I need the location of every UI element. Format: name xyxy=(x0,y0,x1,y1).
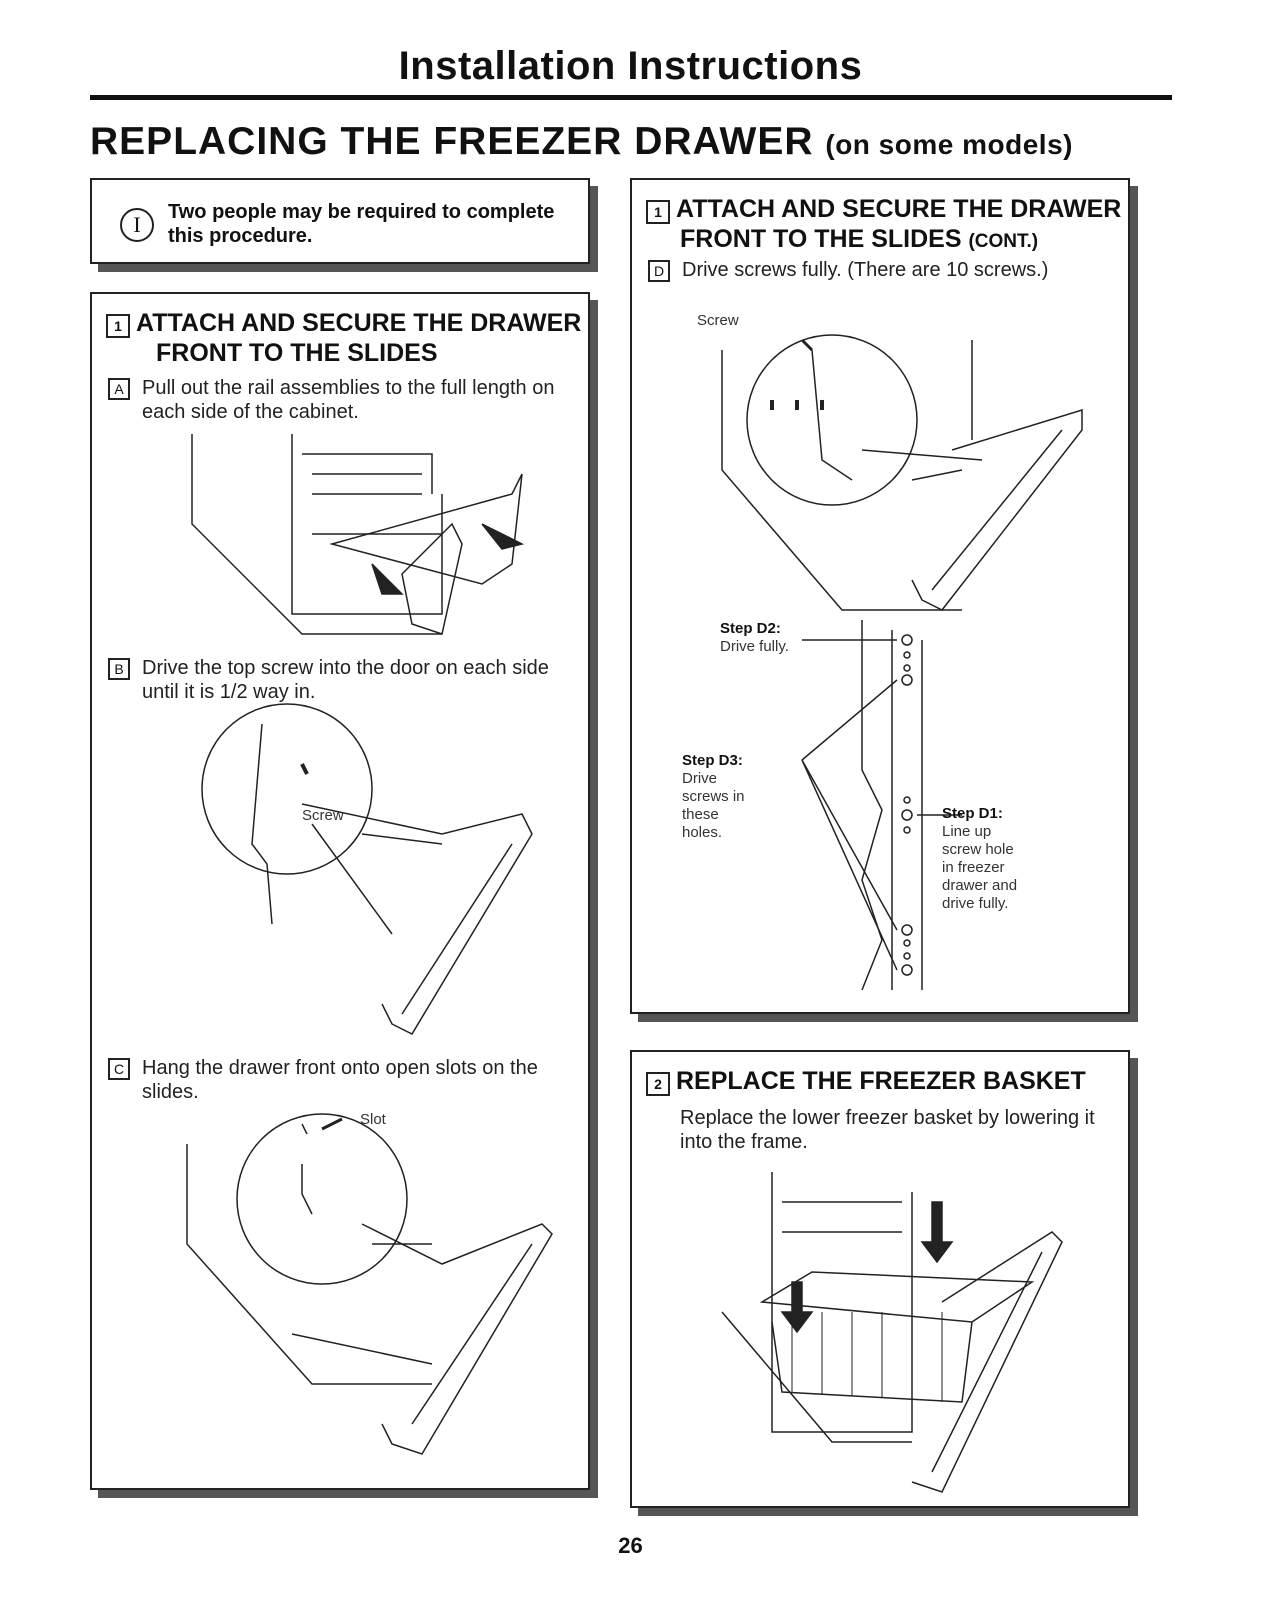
main-title-text: REPLACING THE FREEZER DRAWER xyxy=(90,120,814,163)
page-number: 26 xyxy=(618,1533,643,1558)
step-d2-text: Drive fully. xyxy=(720,638,789,655)
info-icon: I xyxy=(120,208,154,242)
section1-title-line1: ATTACH AND SECURE THE DRAWER xyxy=(136,309,582,337)
step-d3-line: these xyxy=(682,806,719,823)
step-d-letter: D xyxy=(648,260,670,282)
step-c-text: Hang the drawer front onto open slots on… xyxy=(142,1057,538,1103)
step-d1-line: in freezer xyxy=(942,859,1005,876)
step-c-letter: C xyxy=(108,1058,130,1080)
step-a-letter: A xyxy=(108,378,130,400)
section2-number: 2 xyxy=(646,1072,670,1096)
header-rule xyxy=(90,95,1172,100)
step-d1-line: drive fully. xyxy=(942,895,1009,912)
section2-title: REPLACE THE FREEZER BASKET xyxy=(676,1067,1086,1095)
section2-box: 2 REPLACE THE FREEZER BASKET Replace the… xyxy=(630,1050,1138,1516)
note-text: Two people may be required to complete t… xyxy=(168,201,555,247)
step-d1-line: screw hole xyxy=(942,841,1014,858)
step-d3-label: Step D3: xyxy=(682,752,743,769)
drawer-rail-illustration xyxy=(801,620,962,991)
slot-callout-c: Slot xyxy=(360,1111,386,1128)
section1-cont-title-line1: ATTACH AND SECURE THE DRAWER xyxy=(676,195,1122,223)
section1-title-line2: FRONT TO THE SLIDES xyxy=(156,339,438,367)
main-title: REPLACING THE FREEZER DRAWER (on some mo… xyxy=(90,120,1073,164)
step-d1-line: Line up xyxy=(942,823,992,840)
step-d-text: Drive screws fully. (There are 10 screws… xyxy=(682,259,1049,281)
main-title-sub: (on some models) xyxy=(825,129,1073,160)
section1-cont-box: 1 ATTACH AND SECURE THE DRAWER FRONT TO … xyxy=(630,178,1138,1022)
section1-number: 1 xyxy=(106,314,130,338)
section1-box: 1 ATTACH AND SECURE THE DRAWER FRONT TO … xyxy=(90,292,598,1498)
step-d1-line: drawer and xyxy=(942,877,1018,894)
step-b-letter: B xyxy=(108,658,130,680)
step-a-text: Pull out the rail assemblies to the full… xyxy=(142,377,555,423)
step-d3-line: screws in xyxy=(682,788,745,805)
step-d3-line: Drive xyxy=(682,770,718,787)
drawer-slot-illustration xyxy=(186,1113,553,1455)
section2-text: Replace the lower freezer basket by lowe… xyxy=(680,1107,1095,1153)
step-d1-label: Step D1: xyxy=(942,805,1003,822)
page-header: Installation Instructions xyxy=(398,44,863,88)
rail-assembly-illustration xyxy=(191,434,525,635)
freezer-basket-illustration xyxy=(721,1172,1063,1493)
note-box: I Two people may be required to complete… xyxy=(90,178,598,272)
step-d2-label: Step D2: xyxy=(720,620,781,637)
section1-cont-title-line2-text: FRONT TO THE SLIDES xyxy=(680,225,962,253)
drawer-screw-illustration xyxy=(201,703,533,1035)
section1-cont-number: 1 xyxy=(646,200,670,224)
screw-callout-b: Screw xyxy=(302,807,344,824)
drawer-front-screw-illustration xyxy=(721,334,1083,611)
screw-callout-d: Screw xyxy=(697,312,739,329)
step-d3-line: holes. xyxy=(682,824,723,841)
section1-cont-title-suffix: (CONT.) xyxy=(968,231,1039,252)
step-d2-callout: Step D2:Drive fully. xyxy=(720,620,789,656)
section1-cont-title-line2: FRONT TO THE SLIDES (CONT.) xyxy=(680,224,1038,257)
step-b-text: Drive the top screw into the door on eac… xyxy=(142,657,549,703)
